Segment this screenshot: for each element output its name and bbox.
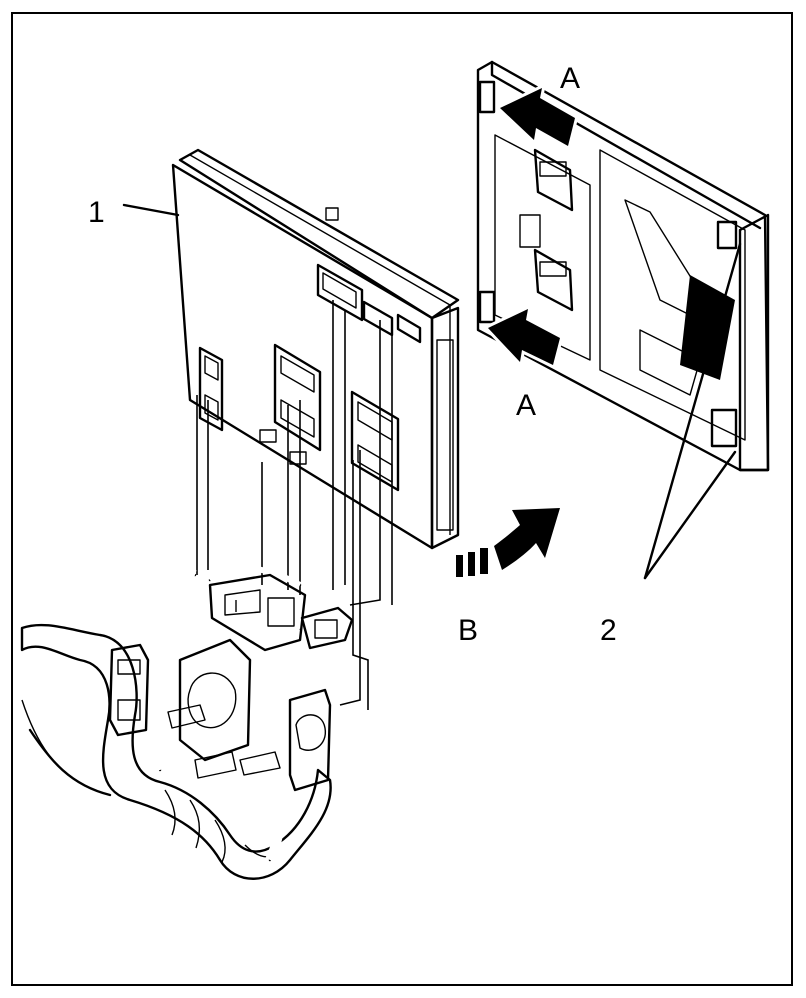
harness-plug-right <box>300 606 354 650</box>
bracket-clip-lower <box>533 248 574 312</box>
connection-guide-lines <box>196 300 393 710</box>
label-control-unit: 1 <box>88 196 105 229</box>
harness-plug-top <box>208 573 307 652</box>
wiring-harness <box>20 565 354 880</box>
harness-main-bundle <box>20 623 332 880</box>
bracket-clip-right-bottom <box>710 408 738 448</box>
leader-line-2a <box>643 242 742 580</box>
module-side <box>430 306 460 550</box>
label-arrow-a-bottom: A <box>516 389 536 422</box>
module-front-face <box>171 163 434 550</box>
module-socket-1 <box>198 346 224 432</box>
figure-border <box>11 12 793 986</box>
bracket-inner-panel <box>599 149 746 441</box>
label-rotation-b: B <box>458 614 478 647</box>
harness-plug-middle <box>167 638 252 779</box>
harness-plug-lower-right <box>239 688 332 792</box>
bracket-clip-right-top <box>716 220 738 250</box>
module-top-edge <box>178 148 460 320</box>
leader-line-2b <box>643 450 737 580</box>
push-arrow-a-bottom <box>485 306 563 368</box>
push-arrow-a-top <box>497 85 578 149</box>
control-module <box>171 148 460 550</box>
leader-line-1 <box>122 203 180 217</box>
label-arrow-a-top: A <box>560 62 580 95</box>
rotation-arrow-b <box>456 508 560 577</box>
mounting-bracket <box>476 60 770 472</box>
label-clips: 2 <box>600 614 617 647</box>
bracket-clip-upper <box>533 148 574 212</box>
harness-plug-left <box>108 643 150 737</box>
module-socket-2 <box>259 343 322 452</box>
